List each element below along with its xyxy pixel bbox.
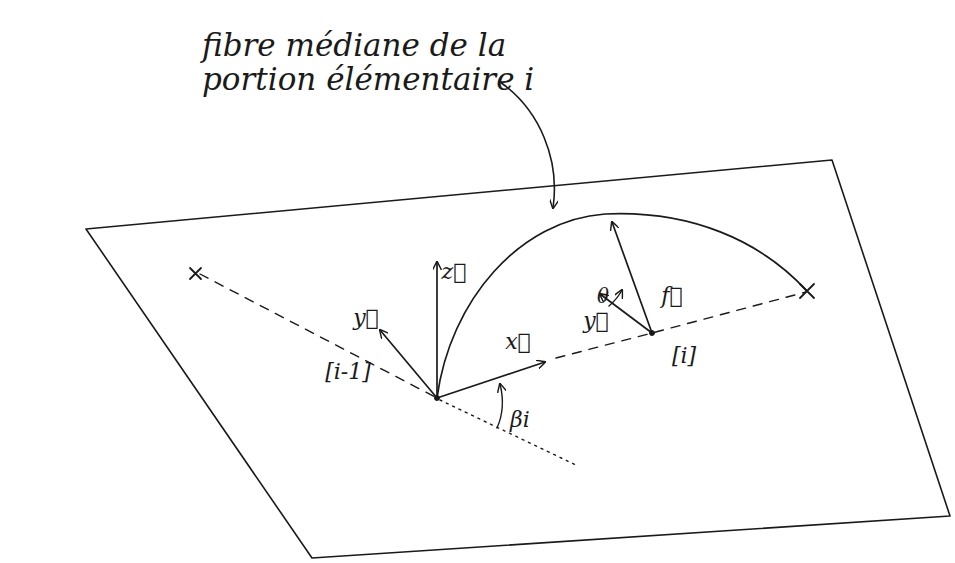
point-label: [i] — [672, 344, 696, 368]
angle-arc — [609, 290, 622, 306]
point-label: [i-1] — [325, 360, 371, 384]
point-mark — [435, 396, 440, 401]
vector-label: x⃗ — [505, 330, 531, 354]
vector-x — [437, 362, 545, 398]
median-fibre — [437, 214, 807, 398]
vector-label: y⃗ — [353, 306, 379, 330]
angle-label: βi — [510, 408, 530, 432]
vector-f — [612, 222, 652, 333]
vector-z — [436, 262, 438, 398]
point-mark — [650, 331, 655, 336]
axis-dashed — [200, 274, 437, 398]
vector-label: z⃗ — [442, 260, 467, 284]
callout-note: fibre médiane de la portion élémentaire … — [202, 28, 542, 96]
angle-arc — [497, 384, 502, 428]
cross-mark — [190, 268, 201, 279]
plane-outline — [86, 160, 950, 558]
vector-label: f⃗ — [661, 284, 682, 308]
reference-dotted — [440, 400, 578, 466]
leader-arrow — [500, 82, 554, 208]
vector-label: y⃗ — [583, 309, 609, 333]
angle-label: θ — [597, 285, 609, 307]
vector-y — [380, 330, 437, 398]
